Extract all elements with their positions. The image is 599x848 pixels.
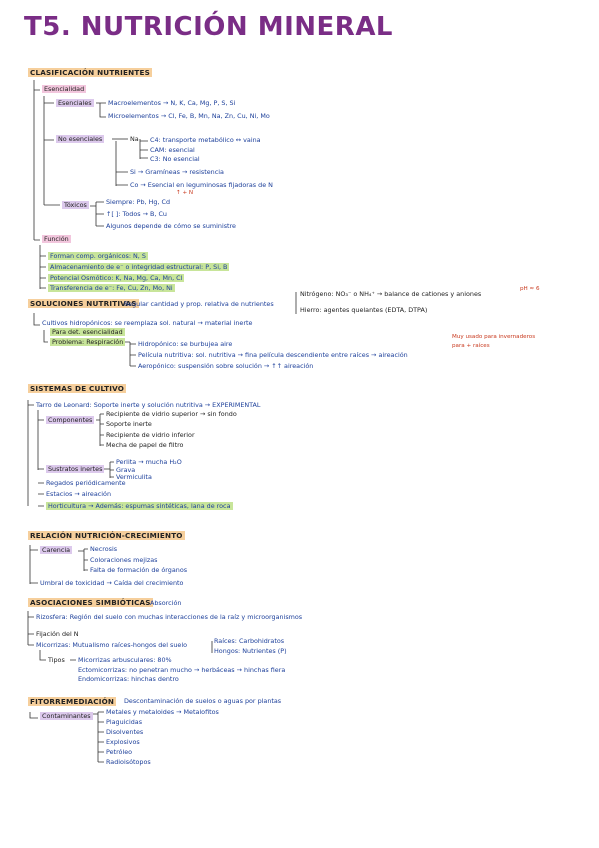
contaminante-metales: Metales y metaloides → Metalofitos — [106, 708, 219, 716]
label-componentes: Componentes — [46, 416, 95, 424]
label-toxicos: Tóxicos — [62, 201, 89, 209]
tipo-ectomicorrizas: Ectomicorrizas: no penetran mucho → herb… — [78, 666, 286, 674]
contaminante-explosivos: Explosivos — [106, 738, 140, 746]
hongos-nutrientes: Hongos: Nutrientes (P) — [214, 647, 287, 655]
componente-soporte: Soporte inerte — [106, 420, 152, 428]
label-esenciales: Esenciales — [56, 99, 94, 107]
rizosfera: Rizosfera: Región del suelo con muchas i… — [36, 613, 303, 621]
microelementos: Microelementos → Cl, Fe, B, Mn, Na, Zn, … — [108, 112, 270, 120]
estacios: Estacios → aireación — [46, 490, 112, 498]
label-carencia: Carencia — [40, 546, 73, 554]
funcion-transferencia: Transferencia de e⁻: Fe, Cu, Zn, Mo, Ni — [48, 284, 175, 292]
tipo-arbusculares: Micorrizas arbusculares: 80% — [78, 656, 172, 664]
na-cam: CAM: esencial — [150, 146, 195, 154]
label-no-esenciales: No esenciales — [56, 135, 105, 143]
section-heading-fitorremediacion: FITORREMEDIACIÓN — [28, 697, 117, 706]
componente-recipiente-inferior: Recipiente de vidrio inferior — [106, 431, 195, 439]
funcion-osmotico: Potencial Osmótico: K, Na, Mg, Ca, Mn, C… — [48, 274, 185, 282]
si-line: Si → Gramíneas → resistencia — [130, 168, 224, 176]
fitorremediacion-desc: Descontaminación de suelos o aguas por p… — [124, 697, 282, 705]
section-heading-asociaciones: ASOCIACIONES SIMBIÓTICAS — [28, 598, 153, 607]
section-heading-sistemas: SISTEMAS DE CULTIVO — [28, 384, 127, 393]
para-esencialidad: Para det. esencialidad — [50, 328, 125, 336]
regados: Regados periódicamente — [46, 479, 126, 487]
nitrogeno-line: Nitrógeno: NO₃⁻ o NH₄⁺ → balance de cati… — [300, 290, 482, 298]
carencia-necrosis: Necrosis — [90, 545, 118, 553]
raices-carbohidratos: Raíces: Carbohidratos — [214, 637, 285, 645]
sustrato-vermiculita: Vermiculita — [116, 473, 152, 481]
label-sustratos: Sustratos inertes — [46, 465, 105, 473]
micorrizas: Micorrizas: Mutualismo raíces-hongos del… — [36, 641, 188, 649]
na-c4: C4: transporte metabólico ↔ vaina — [150, 136, 261, 144]
carencia-organos: Falta de formación de órganos — [90, 566, 188, 574]
label-esencialidad: Esencialidad — [42, 85, 87, 93]
label-contaminantes: Contaminantes — [40, 712, 93, 720]
componente-mecha: Mecha de papel de filtro — [106, 441, 184, 449]
red-note-invernaderos: Muy usado para invernaderos — [452, 334, 536, 340]
contaminante-disolventes: Disolventes — [106, 728, 144, 736]
toxicos-siempre: Siempre: Pb, Hg, Cd — [106, 198, 171, 206]
na-c3: C3: No esencial — [150, 155, 200, 163]
pelicula-nutritiva: Película nutritiva: sol. nutritiva → fin… — [138, 351, 408, 359]
section-heading-soluciones: SOLUCIONES NUTRITIVAS — [28, 299, 139, 308]
horticultura: Horticultura → Además: espumas sintética… — [46, 502, 233, 510]
section-heading-relacion: RELACIÓN NUTRICIÓN-CRECIMIENTO — [28, 531, 185, 540]
contaminante-plaguicidas: Plaguicidas — [106, 718, 143, 726]
contaminante-radioisotopos: Radioisótopos — [106, 758, 151, 766]
section-heading-clasificacion: CLASIFICACIÓN NUTRIENTES — [28, 68, 152, 77]
sustrato-grava: Grava — [116, 466, 136, 474]
tipo-endomicorrizas: Endomicorrizas: hinchas dentro — [78, 675, 179, 683]
co-line: Co → Esencial en leguminosas fijadoras d… — [130, 181, 273, 189]
label-funcion: Función — [42, 235, 71, 243]
problema-respiracion: Problema: Respiración — [50, 338, 126, 346]
red-note-raices: para + raíces — [452, 343, 490, 349]
macroelementos: Macroelementos → N, K, Ca, Mg, P, S, Si — [108, 99, 236, 107]
hidroponico: Hidropónico: se burbujea aire — [138, 340, 233, 348]
asociaciones-sub: Absorción — [150, 599, 182, 607]
hierro-line: Hierro: agentes quelantes (EDTA, DTPA) — [300, 306, 428, 314]
label-tipos: Tipos — [48, 656, 65, 664]
carencia-coloraciones: Coloraciones mejizas — [90, 556, 158, 564]
tarro-leonard: Tarro de Leonard: Soporte inerte y soluc… — [36, 401, 261, 409]
ph-note: pH ≈ 6 — [520, 286, 540, 292]
page-title: T5. NUTRICIÓN MINERAL — [24, 12, 394, 42]
soluciones-desc: Regular cantidad y prop. relativa de nut… — [124, 300, 274, 308]
fijacion-n: Fijación del N — [36, 630, 79, 638]
componente-recipiente-superior: Recipiente de vidrio superior → sin fond… — [106, 410, 237, 418]
co-note: ↑ + N — [176, 190, 194, 196]
funcion-organicos: Forman comp. orgánicos: N, S — [48, 252, 148, 260]
contaminante-petroleo: Petróleo — [106, 748, 133, 756]
toxicos-concentracion: ↑[ ]: Todos → B, Cu — [106, 210, 167, 218]
sustrato-perlita: Perlita → mucha H₂O — [116, 458, 182, 466]
label-na: Na — [130, 135, 139, 143]
toxicos-algunos: Algunos depende de cómo se suministre — [106, 222, 236, 230]
cultivos-hidroponicos: Cultivos hidropónicos: se reemplaza sol.… — [42, 319, 253, 327]
funcion-almacenamiento: Almacenamiento de e⁻ o integridad estruc… — [48, 263, 230, 271]
umbral-toxicidad: Umbral de toxicidad → Caída del crecimie… — [40, 579, 184, 587]
aeroponico: Aeropónico: suspensión sobre solución → … — [138, 362, 314, 370]
